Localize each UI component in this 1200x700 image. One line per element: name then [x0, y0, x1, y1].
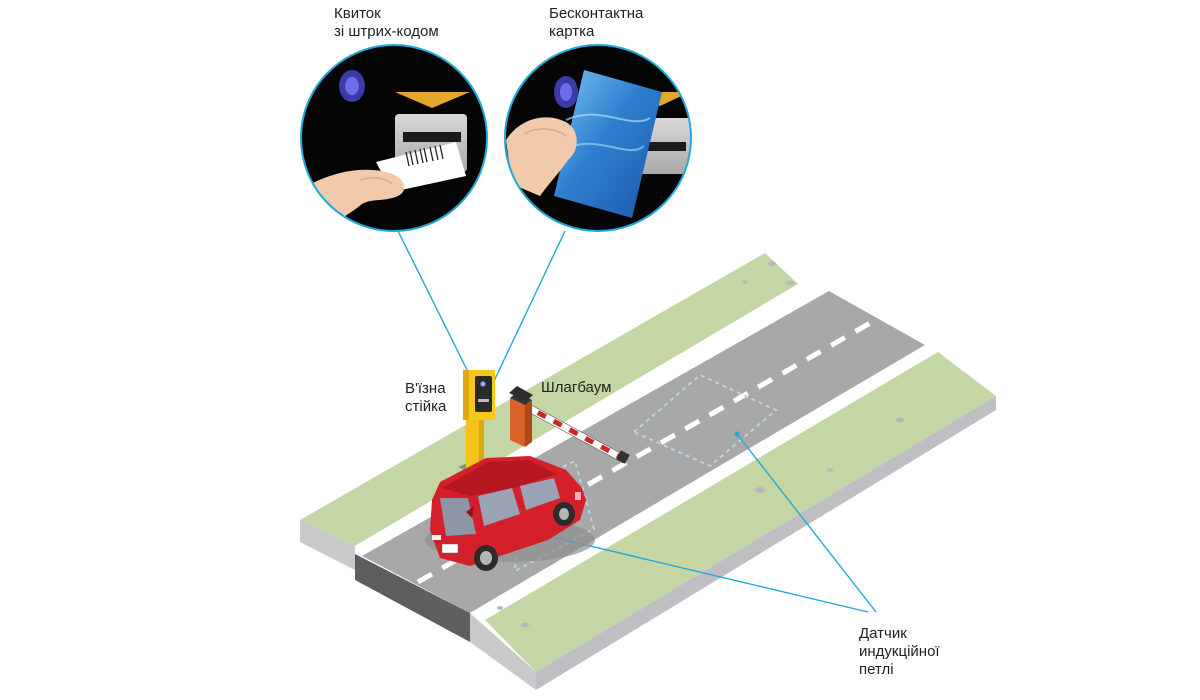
slot-arrow [395, 92, 470, 108]
barrier-cap [509, 386, 533, 401]
label-line: индукційної [859, 643, 940, 660]
barrier-box-front [510, 398, 525, 447]
label-line: Датчик [859, 625, 907, 642]
car-roof [442, 460, 556, 496]
callout-loop-back [736, 433, 877, 613]
pebble [768, 261, 776, 267]
hand [506, 117, 577, 196]
label-line: картка [549, 23, 595, 40]
ticket-slot-icon [300, 44, 488, 232]
pebble [742, 280, 748, 284]
label-line: стійка [405, 398, 447, 415]
car-side-window [478, 488, 520, 526]
car-wheel-hub [480, 551, 492, 565]
callout-lines [397, 230, 877, 613]
label-contactless-card: Бесконтактна картка [549, 5, 643, 41]
callout-dot [734, 431, 740, 437]
pebble [755, 487, 765, 493]
curb-right [470, 345, 938, 620]
label-entry-stand: В'їзна стійка [405, 380, 446, 416]
road-front [355, 554, 470, 642]
pebble [827, 468, 833, 472]
grass-right-side [536, 396, 996, 690]
grass-right-front [470, 613, 536, 690]
barrier-tip [616, 450, 630, 464]
stand-light [480, 381, 486, 387]
barrier-box-side [525, 400, 532, 447]
car-rear-window [520, 478, 560, 510]
pebble [896, 417, 904, 423]
grass-left [300, 253, 798, 546]
label-line: В'їзна [405, 380, 446, 397]
label-line: зі штрих-кодом [334, 23, 439, 40]
car-headlight [432, 535, 441, 540]
ground-platform [300, 253, 996, 690]
stand-panel [475, 376, 492, 412]
pebble [786, 280, 794, 286]
callout-ticket [397, 230, 481, 397]
contactless-card-icon [504, 44, 692, 232]
car-plate [441, 543, 459, 554]
stand-head-side [463, 370, 469, 420]
barrier-gate-icon [509, 386, 630, 464]
label-barrier: Шлагбаум [541, 379, 611, 397]
pebble [521, 622, 529, 628]
callout-loop-front [547, 535, 869, 613]
stand-pole-side [479, 400, 484, 468]
label-line: Квиток [334, 5, 381, 22]
car-mirror [466, 506, 474, 518]
label-line: Шлагбаум [541, 379, 612, 396]
car-taillight [575, 492, 581, 500]
label-barcode-ticket: Квиток зі штрих-кодом [334, 5, 439, 41]
callout-card [485, 230, 566, 399]
induction-loop-back [632, 373, 778, 468]
label-induction-loop-sensor: Датчик индукційної петлі [859, 625, 940, 679]
contactless-card [554, 70, 662, 218]
label-line: петлі [859, 661, 894, 678]
pebble [497, 606, 503, 610]
grass-right [485, 352, 996, 672]
stand-slot [478, 399, 489, 402]
barrier-arm-stripes [520, 401, 626, 462]
car-icon [425, 456, 595, 571]
grass-left-front [300, 520, 355, 570]
label-line: Бесконтактна [549, 5, 644, 22]
car-wheel-hub [559, 508, 569, 520]
car-windshield [440, 498, 476, 536]
